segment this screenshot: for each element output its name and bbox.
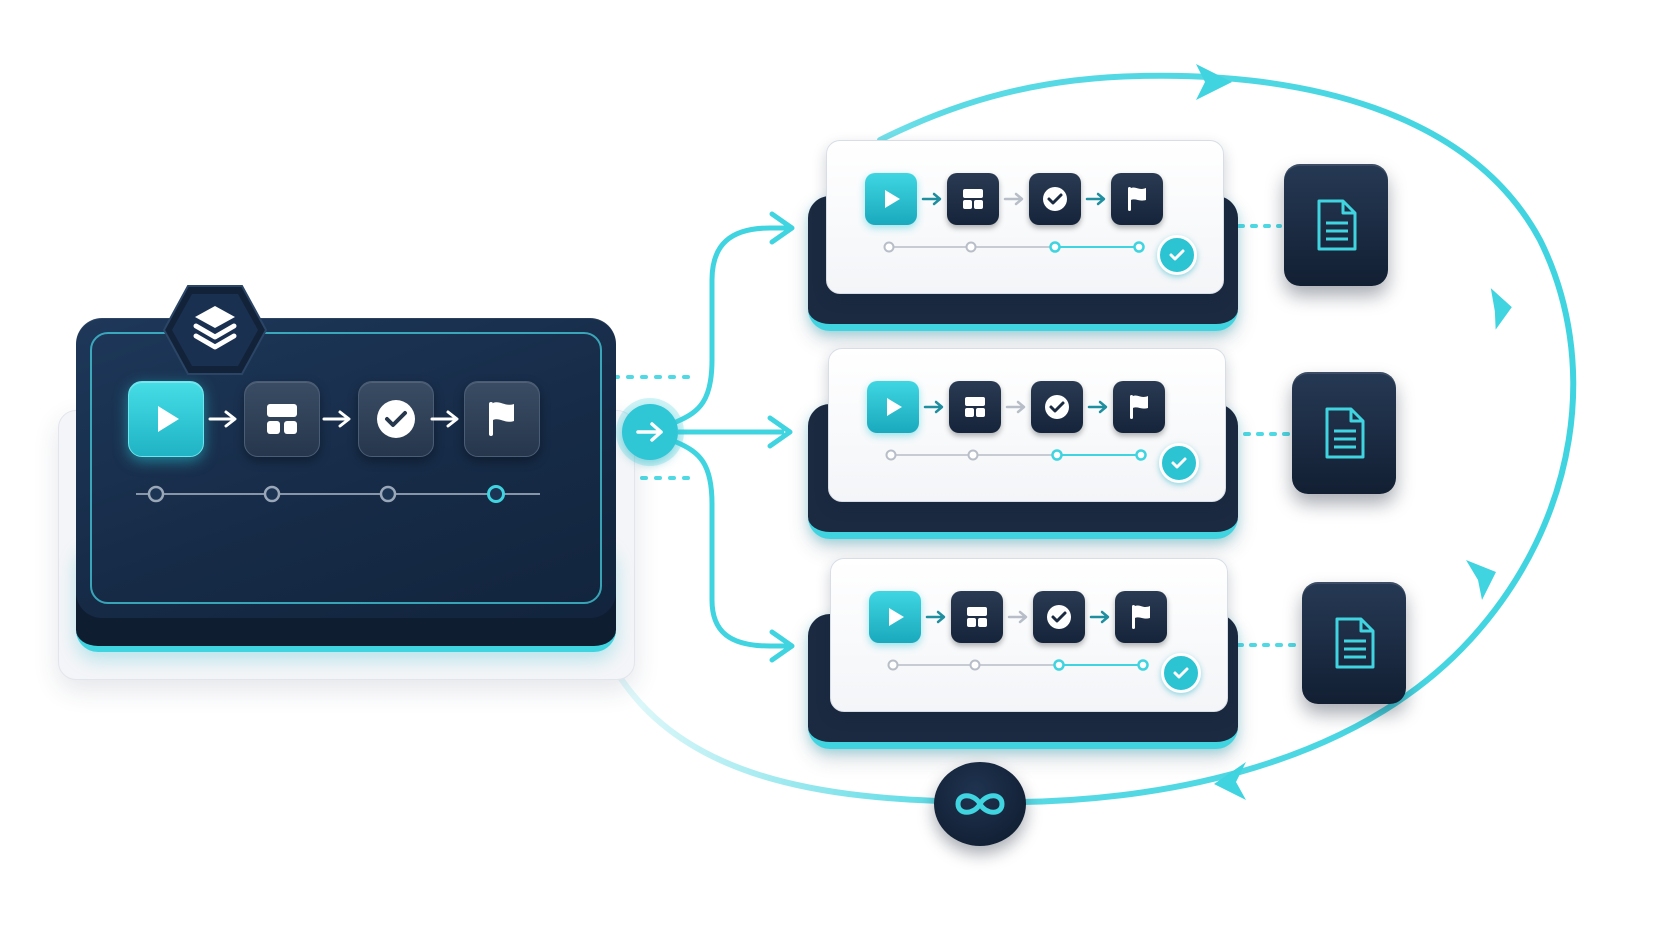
document-icon [1317,199,1357,251]
run-step-grid [951,591,1003,643]
run-step-check [1029,173,1081,225]
run-progress-track [883,241,1145,253]
infinity-icon [955,793,1005,815]
arrow-right-icon [925,610,946,624]
template-card-border [90,332,602,604]
loop-arrow [1490,288,1512,330]
run-card-3[interactable] [830,558,1228,712]
run-card-1[interactable] [826,140,1224,294]
check-icon [1173,667,1189,679]
branch-bottom-arrowhead [769,629,795,663]
arrow-right-icon [208,410,237,428]
flag-icon [489,402,514,436]
arrow-right-icon [430,410,459,428]
arrow-right-icon [1087,400,1108,414]
branch-middle-arrowhead [767,415,793,449]
run-step-grid [947,173,999,225]
output-document-2[interactable] [1292,372,1396,494]
play-icon [889,608,904,626]
template-progress-track [136,485,540,503]
document-icon [1335,617,1375,669]
fork-hub[interactable] [622,404,678,460]
check-icon [1171,457,1187,469]
arrow-right-icon [1007,610,1028,624]
check-circle-icon [1047,605,1071,629]
template-step-check[interactable] [358,381,434,457]
arrow-right-icon [1089,610,1110,624]
run-step-play [865,173,917,225]
progress-node [263,485,281,503]
document-icon [1325,407,1365,459]
loop-hub[interactable] [934,762,1026,846]
grid-icon [965,397,985,417]
play-icon [887,398,902,416]
grid-icon [267,404,297,434]
play-icon [158,406,179,432]
check-icon [1169,249,1185,261]
template-step-flag[interactable] [464,381,540,457]
run-step-flag [1115,591,1167,643]
loop-arrow [1196,64,1232,100]
arrow-right-icon [1003,192,1024,206]
run-complete-badge [1159,443,1199,483]
arrow-right-icon [921,192,942,206]
loop-arrow [1214,762,1246,800]
check-circle-icon [377,400,415,438]
loop-path [597,72,1577,806]
loop-arrow [1466,560,1496,600]
check-circle-icon [1043,187,1067,211]
branch-top-arrowhead [769,211,795,245]
play-icon [885,190,900,208]
run-step-grid [949,381,1001,433]
progress-node [379,485,397,503]
run-progress-track [885,449,1147,461]
run-step-play [867,381,919,433]
flag-icon [1132,605,1150,629]
run-complete-badge [1157,235,1197,275]
progress-node-current [487,485,505,503]
run-step-check [1031,381,1083,433]
arrow-right-icon [1085,192,1106,206]
run-complete-badge [1161,653,1201,693]
check-circle-icon [1045,395,1069,419]
run-step-play [869,591,921,643]
run-step-flag [1111,173,1163,225]
flag-icon [1128,187,1146,211]
grid-icon [967,607,987,627]
branch-bottom [673,439,789,649]
run-step-check [1033,591,1085,643]
stacked-layers-icon [193,306,237,350]
arrow-right-icon [1005,400,1026,414]
branch-top [673,225,789,425]
template-step-play[interactable] [128,381,204,457]
template-step-grid[interactable] [244,381,320,457]
progress-node [147,485,165,503]
output-document-3[interactable] [1302,582,1406,704]
output-document-1[interactable] [1284,164,1388,286]
arrow-right-icon [636,422,663,442]
run-step-flag [1113,381,1165,433]
flag-icon [1130,395,1148,419]
workflow-template-card[interactable] [76,318,616,618]
run-card-2[interactable] [828,348,1226,502]
run-progress-track [887,659,1149,671]
arrow-right-icon [923,400,944,414]
arrow-right-icon [322,410,351,428]
grid-icon [963,189,983,209]
template-badge [162,285,268,375]
